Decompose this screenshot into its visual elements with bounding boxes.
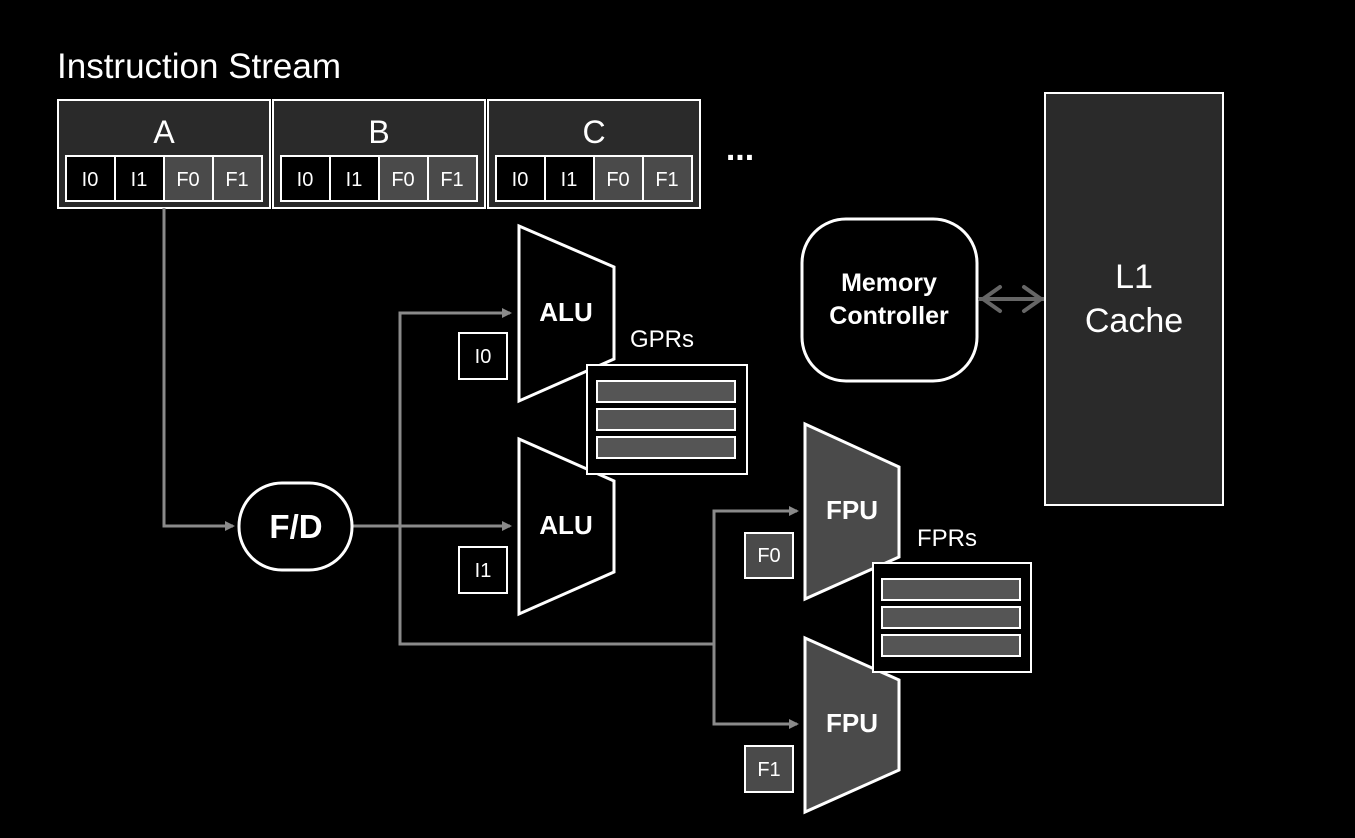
instruction-stream-title: Instruction Stream bbox=[57, 47, 341, 86]
fpu-unit-1: FPU F1 bbox=[744, 635, 901, 815]
alu-tag-label: I1 bbox=[475, 560, 492, 582]
fpu-label: FPU bbox=[826, 495, 878, 525]
bus-to-fpu0-wire bbox=[712, 506, 799, 644]
slot-box bbox=[495, 155, 546, 202]
slot-label: F0 bbox=[606, 169, 629, 191]
fprs-label: FPRs bbox=[917, 525, 977, 552]
more-instructions-ellipsis: ... bbox=[726, 130, 754, 168]
slot-label: I0 bbox=[82, 169, 99, 191]
gpr-row bbox=[596, 436, 736, 459]
alu-tag-box bbox=[458, 332, 508, 380]
instruction-name: A bbox=[153, 114, 175, 150]
wires bbox=[162, 208, 799, 729]
fd-to-fpu-bus bbox=[398, 526, 714, 646]
slot-label: I1 bbox=[346, 169, 363, 191]
fpu-tag-label: F0 bbox=[757, 545, 780, 567]
slot-label: F0 bbox=[176, 169, 199, 191]
slot-box bbox=[280, 155, 331, 202]
slot-box bbox=[544, 155, 595, 202]
slot-label: I0 bbox=[512, 169, 529, 191]
slot-label: F1 bbox=[655, 169, 678, 191]
cache-line2: Cache bbox=[1085, 302, 1183, 340]
fpr-row bbox=[881, 634, 1021, 657]
gprs-label: GPRs bbox=[630, 326, 694, 353]
slot-box bbox=[427, 155, 478, 202]
fpr-row bbox=[881, 578, 1021, 601]
instruction-block-b: B I0 I1 F0 F1 bbox=[272, 99, 486, 209]
fd-to-alu0-wire bbox=[398, 308, 512, 526]
alu-tag-box bbox=[458, 546, 508, 594]
fetch-decode-label: F/D bbox=[269, 508, 322, 545]
slot-label: F1 bbox=[440, 169, 463, 191]
alu-label: ALU bbox=[539, 510, 592, 540]
fpu-tag-box bbox=[744, 532, 794, 579]
slot-box bbox=[65, 155, 116, 202]
gpr-row bbox=[596, 408, 736, 431]
fpu-unit-0: FPU F0 bbox=[744, 421, 901, 602]
slot-label: F1 bbox=[225, 169, 248, 191]
stream-to-fd-wire bbox=[162, 208, 235, 531]
slot-box bbox=[593, 155, 644, 202]
fpu-tag-label: F1 bbox=[757, 759, 780, 781]
memory-controller: Memory Controller bbox=[800, 217, 979, 383]
instruction-name: C bbox=[582, 114, 605, 150]
fpu-tag-box bbox=[744, 745, 794, 793]
slot-box bbox=[378, 155, 429, 202]
gpr-register-file: GPRs bbox=[586, 326, 748, 475]
slot-label: F0 bbox=[391, 169, 414, 191]
slot-box bbox=[212, 155, 263, 202]
fpr-register-file: FPRs bbox=[872, 525, 1032, 673]
slot-box bbox=[642, 155, 693, 202]
alu-tag-label: I0 bbox=[475, 346, 492, 368]
fetch-decode-unit: F/D bbox=[237, 481, 354, 572]
cache-line1: L1 bbox=[1115, 258, 1153, 296]
alu-unit-0: ALU I0 bbox=[458, 223, 616, 404]
gpr-row bbox=[596, 380, 736, 403]
slot-box bbox=[114, 155, 165, 202]
alu-label: ALU bbox=[539, 297, 592, 327]
instruction-block-a: A I0 I1 F0 F1 bbox=[57, 99, 271, 209]
slot-label: I1 bbox=[131, 169, 148, 191]
instruction-block-c: C I0 I1 F0 F1 bbox=[487, 99, 701, 209]
fpr-row bbox=[881, 606, 1021, 629]
alu-unit-1: ALU I1 bbox=[458, 436, 616, 617]
slot-label: I1 bbox=[561, 169, 578, 191]
instruction-name: B bbox=[368, 114, 389, 150]
fpu-label: FPU bbox=[826, 708, 878, 738]
bus-to-fpu1-wire bbox=[712, 644, 799, 729]
memory-cache-double-arrow bbox=[978, 285, 1046, 313]
slot-label: I0 bbox=[297, 169, 314, 191]
l1-cache: L1 Cache bbox=[1044, 92, 1224, 506]
slot-box bbox=[329, 155, 380, 202]
memory-controller-line1: Memory bbox=[841, 269, 937, 297]
memory-controller-line2: Controller bbox=[829, 302, 949, 330]
